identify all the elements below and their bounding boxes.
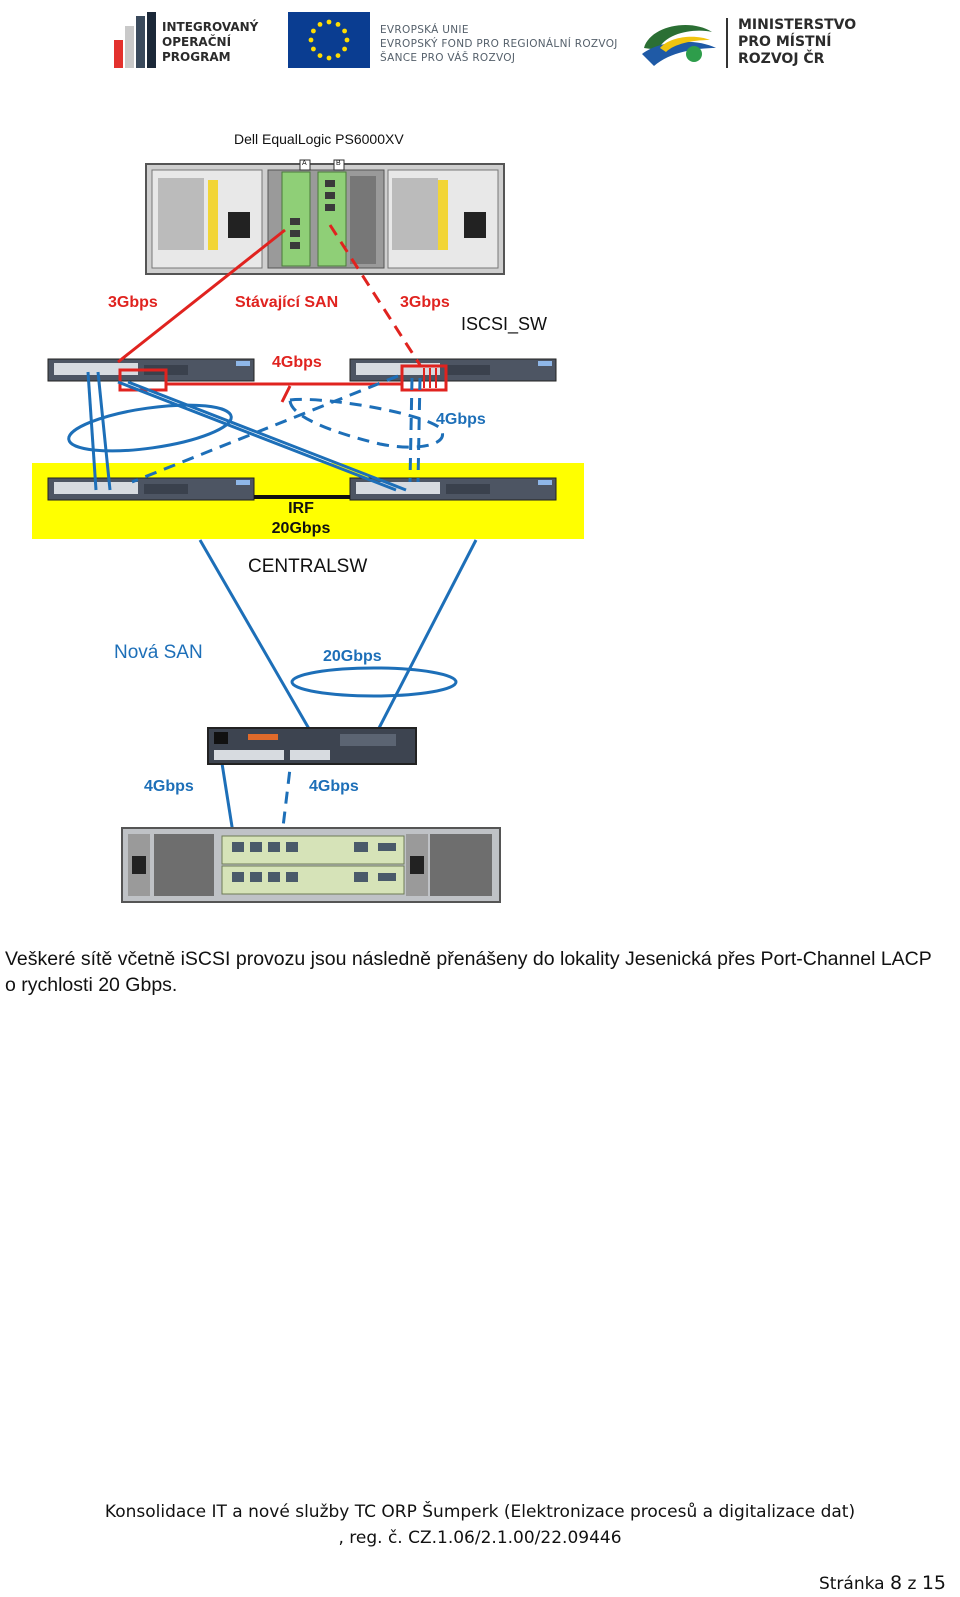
mmr-logo-mark [642,25,716,66]
link-4gbps-top-label: 4Gbps [272,354,322,371]
irf-label-speed: 20Gbps [271,520,331,537]
eu-text-line: EVROPSKÝ FOND PRO REGIONÁLNÍ ROZVOJ [380,38,618,50]
eu-star-icon [311,46,316,52]
diagram-canvas [32,159,584,903]
eu-star-icon [326,19,332,25]
old-san-link-4gbps [280,385,292,403]
central-switch-1 [47,477,255,501]
storage-title: Dell EqualLogic PS6000XV [234,131,404,147]
link-4gbps-right-label: 4Gbps [436,411,486,428]
equallogic-ps6000xv [145,159,505,275]
eu-star-icon [317,22,323,27]
central-sw-label: CENTRALSW [248,556,368,577]
storage-controller-2 [221,865,405,895]
eu-star-icon [326,55,332,61]
link-20gbps-label: 20Gbps [323,648,382,665]
old-san-link-dashed [328,224,422,366]
old-san-port-group-right [400,364,448,392]
fan-grille-right [392,178,438,250]
irf-highlight [32,463,584,539]
page-number-current: 8 [889,1572,903,1594]
eu-star-icon [335,22,341,27]
controller-b [317,171,347,267]
mmr-logo-line: MINISTERSTVO [738,17,857,33]
eu-star-icon [317,53,323,58]
central-switch-2 [349,477,557,501]
header-logos: INTEGROVANÝ OPERAČNÍ PROGRAM EVROPSKÁ UN… [0,0,960,80]
mmr-divider [726,18,728,68]
old-san-link-solid [117,228,286,364]
iop-logo: INTEGROVANÝ OPERAČNÍ PROGRAM [114,12,274,70]
iop-logo-line: INTEGROVANÝ [162,20,259,34]
eu-star-icon [311,28,316,34]
mmr-logo-line: PRO MÍSTNÍ [738,34,832,50]
eu-flag-icon [288,12,370,68]
eu-text-line: ŠANCE PRO VÁŠ ROZVOJ [380,52,516,64]
controller-port-b: B [336,160,341,167]
storage-controller-1 [221,835,405,865]
mmr-logo-line: ROZVOJ ČR [738,51,825,67]
new-storage-array [121,827,501,903]
eu-star-icon [344,37,350,43]
iscsi-switch-2 [349,358,557,382]
page-number: Stránka 8 z 15 [819,1572,946,1594]
fan-grille-left [158,178,204,250]
eu-star-icon [335,53,341,58]
iop-logo-line: PROGRAM [162,50,231,64]
page-number-prefix: Stránka [818,1574,885,1594]
core-switch [207,727,417,765]
irf-label: IRF 20Gbps [262,499,340,539]
iop-logo-line: OPERAČNÍ [162,35,232,49]
iscsi-sw-label: ISCSI_SW [461,314,548,334]
link-4gbps-left-bottom-label: 4Gbps [144,778,194,795]
iop-logo-mark [114,12,156,68]
footer-project-title: Konsolidace IT a nové služby TC ORP Šump… [104,1502,856,1522]
page-number-separator: z [907,1574,917,1594]
new-san-links [67,371,478,853]
footer-registration: , reg. č. CZ.1.06/2.1.00/22.09446 [338,1528,622,1548]
page-number-total: 15 [921,1572,946,1594]
old-san-label: Stávající SAN [235,294,339,311]
body-paragraph: Veškeré sítě včetně iSCSI provozu jsou n… [5,948,932,996]
eu-text-line: EVROPSKÁ UNIE [380,24,469,36]
eu-star-icon [342,28,347,34]
controller-port-a: A [302,160,307,167]
new-san-label: Nová SAN [114,642,203,663]
link-3gbps-right-label: 3Gbps [400,294,450,311]
eu-star-icon [308,37,314,43]
link-4gbps-mid-bottom-label: 4Gbps [309,778,359,795]
link-3gbps-left-label: 3Gbps [108,294,158,311]
eu-star-icon [342,46,347,52]
old-san-port-group-left [118,368,168,392]
irf-label-name: IRF [288,500,314,517]
network-diagram: Dell EqualLogic PS6000XV A B 3Gbps Stáva… [0,120,960,910]
